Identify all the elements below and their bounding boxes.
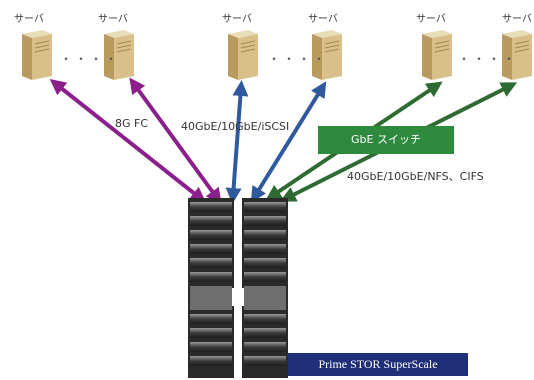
server-icon	[502, 30, 532, 80]
iscsi-link-1	[225, 80, 249, 204]
server-label: サーバ	[98, 14, 128, 25]
nfs-label: 40GbE/10GbE/NFS、CIFS	[347, 170, 484, 183]
server-icon	[312, 30, 342, 80]
gbe-switch: GbE スイッチ	[318, 126, 454, 154]
storage-array-icon	[188, 198, 288, 378]
ellipsis: ・・・・	[458, 52, 519, 66]
server-icon	[228, 30, 258, 80]
ellipsis: ・・・・	[268, 52, 329, 66]
server-label: サーバ	[222, 14, 252, 25]
server-icon	[422, 30, 452, 80]
server-label: サーバ	[416, 14, 446, 25]
server-label: サーバ	[308, 14, 338, 25]
fc-label: 8G FC	[115, 117, 149, 130]
iscsi-label: 40GbE/10GbE/iSCSI	[181, 120, 290, 133]
server-icon	[104, 30, 134, 80]
server-icon	[22, 30, 52, 80]
fc-link-1	[49, 79, 207, 203]
fc-link-2	[129, 77, 222, 205]
product-label: Prime STOR SuperScale	[288, 353, 468, 376]
server-label: サーバ	[502, 14, 532, 25]
ellipsis: ・・・・	[60, 52, 121, 66]
iscsi-link-2	[250, 81, 327, 203]
server-label: サーバ	[14, 14, 44, 25]
